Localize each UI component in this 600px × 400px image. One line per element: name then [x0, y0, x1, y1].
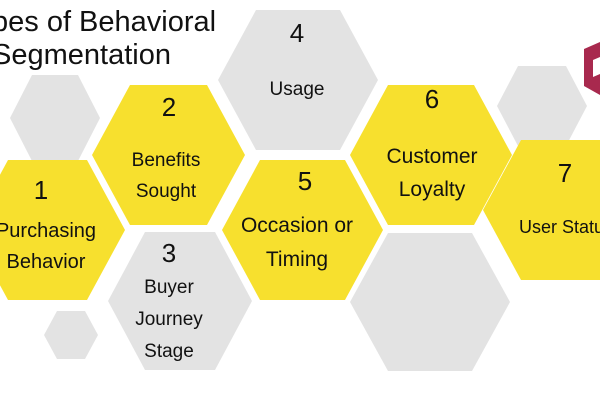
- segment-label-5-line-2: Timing: [265, 248, 329, 271]
- segment-label-4-line-1: Usage: [269, 79, 325, 100]
- segment-label-2-line-2: Sought: [135, 181, 197, 202]
- title-line-1: pes of Behavioral: [0, 6, 217, 38]
- segment-label-3-line-3: Stage: [144, 341, 194, 362]
- segment-label-2: Benefits Sought: [132, 145, 201, 207]
- segment-number-1: 1: [33, 175, 49, 205]
- decor-hexagon: [10, 75, 100, 161]
- segment-hexagon-5: [222, 160, 383, 300]
- segment-label-2-line-1: Benefits: [131, 150, 201, 171]
- segment-number-3: 3: [161, 238, 177, 268]
- page-title: pes of Behavioral Segmentation: [0, 6, 232, 72]
- segment-number-7: 7: [557, 158, 573, 188]
- decor-hexagon: [218, 10, 378, 150]
- title-line-2: Segmentation: [0, 39, 171, 71]
- decor-hexagon: [497, 66, 587, 146]
- decor-hexagon: [44, 311, 98, 359]
- segment-hexagon-6: [350, 85, 512, 225]
- segment-label-6-line-2: Loyalty: [398, 178, 466, 201]
- segment-hexagon-2: [92, 85, 245, 225]
- segment-label-7: User Status: [519, 215, 600, 239]
- segment-label-6-line-1: Customer: [386, 145, 478, 168]
- segment-label-5: Occasion or Timing: [241, 209, 353, 277]
- decor-hexagon: [108, 232, 252, 370]
- segment-label-3: Buyer Journey Stage: [135, 272, 203, 368]
- segment-label-1-line-1: Purchasing: [0, 220, 97, 242]
- segment-label-4: Usage: [270, 78, 325, 102]
- segment-hexagon-1: [0, 160, 125, 300]
- segment-label-6: Customer Loyalty: [386, 140, 477, 206]
- segment-label-5-line-1: Occasion or: [240, 214, 354, 237]
- brand-logo-icon: [584, 42, 600, 95]
- segment-label-1: Purchasing Behavior: [0, 216, 96, 278]
- segment-label-7-line-1: User Status: [518, 217, 600, 237]
- segment-hexagon-7: [483, 140, 600, 280]
- segment-number-2: 2: [161, 92, 177, 122]
- decor-hexagon: [350, 233, 510, 371]
- segment-label-1-line-2: Behavior: [6, 251, 86, 273]
- segment-number-6: 6: [424, 84, 440, 114]
- segment-label-3-line-1: Buyer: [144, 277, 194, 298]
- segment-number-4: 4: [289, 18, 305, 48]
- segment-number-5: 5: [297, 166, 313, 196]
- segment-label-3-line-2: Journey: [135, 309, 203, 330]
